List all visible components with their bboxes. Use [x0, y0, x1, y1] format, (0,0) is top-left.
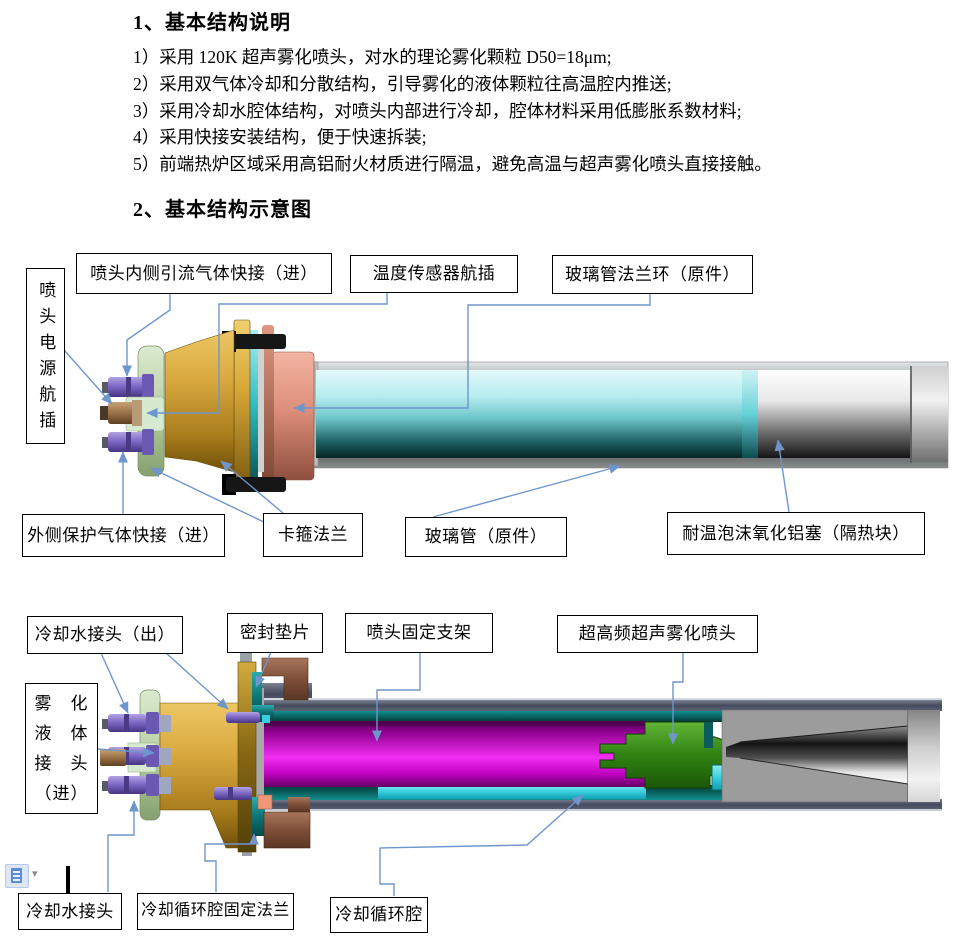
callout-clamp-flange: 卡箍法兰: [263, 513, 363, 557]
flange-bolt-top: [226, 334, 286, 349]
callout-glass-tube: 玻璃管（原件）: [405, 517, 567, 557]
leader-water-out-1: [100, 652, 129, 714]
alumina-foam-plug: [758, 370, 910, 458]
chevron-down-icon[interactable]: ▾: [32, 867, 38, 880]
callout-bracket: 喷头固定支架: [345, 613, 493, 653]
callout-alumina-plug: 耐温泡沫氧化铝塞（隔热块）: [667, 512, 925, 555]
liquid-in-connectors: [100, 712, 171, 796]
gold-body: [164, 329, 235, 473]
leader-loop-flange: [204, 833, 260, 892]
callout-uhf-nozzle: 超高频超声雾化喷头: [557, 615, 758, 653]
leader-glass-tube: [432, 463, 621, 518]
list-item-5: 5）前端热炉区域采用高铝耐火材质进行隔温，避免高温与超声雾化喷头直接接触。: [133, 154, 772, 175]
leader-lines: [63, 292, 790, 896]
leader-uhf-nozzle: [667, 652, 684, 745]
leader-clamp-1: [150, 467, 269, 525]
section-heading-1: 1、基本结构说明: [133, 12, 291, 34]
outer-casing-top: [258, 700, 942, 711]
glass-flange-ring: [271, 351, 315, 481]
leader-bracket: [371, 652, 421, 742]
leader-alumina-plug: [774, 439, 790, 513]
callout-gasket: 密封垫片: [227, 613, 323, 653]
callout-outer-gas: 外侧保护气体快接（进）: [22, 514, 225, 557]
section-heading-2: 2、基本结构示意图: [133, 199, 312, 221]
paste-options-button[interactable]: ▾: [5, 864, 45, 888]
gold-body-section: [159, 702, 251, 849]
callout-loop-flange: 冷却循环腔固定法兰: [137, 893, 294, 930]
diagram-1-assembly: [100, 319, 949, 495]
list-item-3: 3）采用冷却水腔体结构，对喷头内部进行冷却，腔体材料采用低膨胀系数材料;: [133, 100, 742, 121]
callout-water-in: 冷却水接头: [18, 893, 122, 930]
quick-connectors-d1: [100, 374, 165, 455]
callout-inner-gas: 喷头内侧引流气体快接（进）: [76, 253, 332, 294]
callout-loop-cavity: 冷却循环腔: [330, 897, 428, 933]
atomizer-horn-tube: [250, 721, 646, 787]
glass-tube: [316, 370, 744, 458]
front-flange-stack: [222, 319, 315, 495]
text-cursor: [66, 866, 70, 893]
leader-gasket: [255, 651, 272, 688]
power-plug-connector: [108, 402, 134, 424]
list-item-4: 4）采用快接安装结构，便于快速拆装;: [133, 127, 427, 148]
leader-flange-ring: [293, 293, 651, 414]
callout-power-plug: 喷头电源航插: [26, 268, 65, 444]
flange-bolt-bottom: [226, 477, 286, 492]
leader-loop-cavity: [379, 794, 584, 896]
callout-temp-sensor: 温度传感器航插: [350, 255, 518, 293]
structure-description-list: 1）采用 120K 超声雾化喷头，对水的理论雾化颗粒 D50=18μm; 2）采…: [133, 44, 772, 178]
leader-temp-sensor: [146, 292, 388, 419]
paste-options-icon: [5, 864, 29, 888]
outer-casing-bottom: [258, 799, 942, 810]
leader-power-plug: [63, 349, 113, 405]
rear-assembly-d2: [100, 652, 311, 856]
leader-clamp-2: [220, 460, 284, 514]
leader-liquid-in: [96, 747, 155, 758]
callout-water-out: 冷却水接头（出）: [27, 616, 183, 654]
water-out-barb: [226, 712, 260, 723]
nozzle-bracket-bottom: [263, 811, 311, 849]
liquid-in-connector: [100, 749, 126, 766]
list-item-1: 1）采用 120K 超声雾化喷头，对水的理论雾化颗粒 D50=18μm;: [133, 47, 612, 67]
diagram-2-assembly: [100, 652, 942, 856]
leader-inner-gas: [121, 293, 171, 377]
leader-water-in: [107, 800, 140, 892]
seal-gasket: [252, 672, 262, 722]
callout-liquid-in: 雾 化 液 体 接 头 （进）: [25, 683, 98, 814]
list-item-2: 2）采用双气体冷却和分散结构，引导雾化的液体颗粒往高温腔内推送;: [133, 73, 672, 94]
loop-fixing-flange-disc: [237, 661, 257, 853]
leader-water-out-2: [165, 652, 229, 710]
callout-flange-ring: 玻璃管法兰环（原件）: [552, 255, 753, 294]
